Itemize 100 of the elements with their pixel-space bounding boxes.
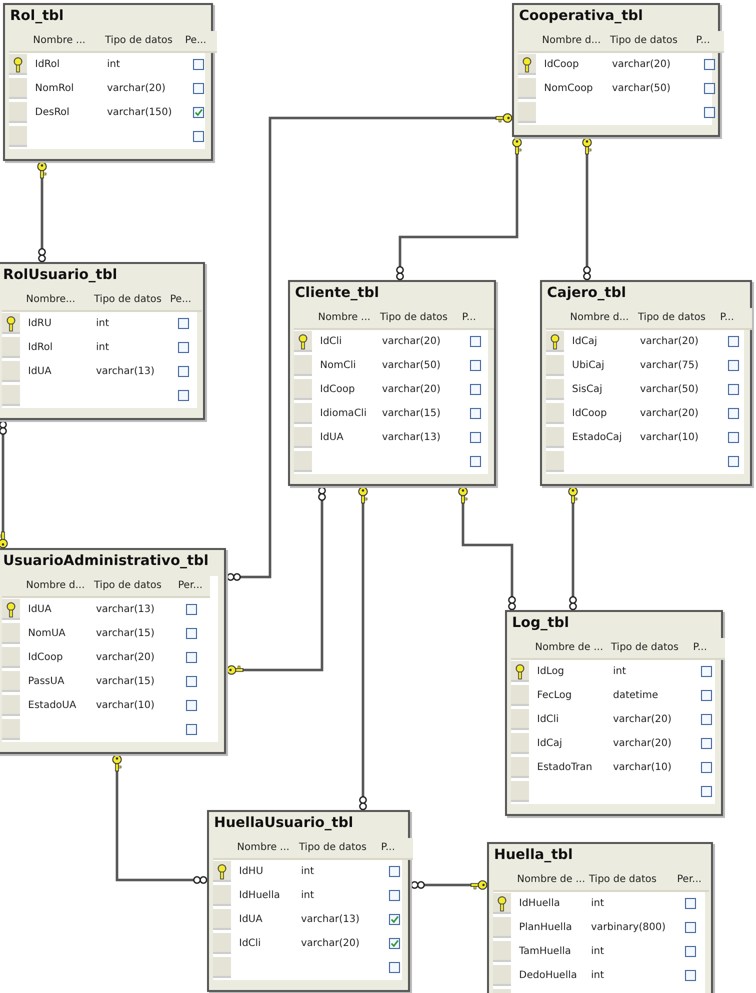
table-cell: varchar(20) [613,738,672,749]
table-cell: varchar(13) [96,366,155,377]
table-cell: int [96,342,110,353]
column-header: Tipo de datos [589,874,657,885]
table-cell: varchar(13) [382,432,441,443]
table-cell: IdUA [28,366,52,377]
table-cell: varchar(75) [640,360,699,371]
table-cell: varchar(50) [640,384,699,395]
table-cell: varchar(150) [107,107,172,118]
relationship-line [112,754,208,884]
table-title: Log_tbl [512,615,570,631]
table-cell: IdUA [320,432,344,443]
column-header: Tipo de datos [94,294,162,305]
table-cell: DesRol [35,107,70,118]
table-cell: NomUA [28,628,66,639]
table-cell: varchar(20) [640,408,699,419]
table-cell: int [301,890,314,901]
table-cell: int [107,59,120,70]
table-box [207,810,410,992]
table-title: RolUsuario_tbl [3,267,118,283]
column-header: P... [696,35,710,46]
table-cell: EstadoTran [537,762,592,773]
table-cell: varbinary(800) [591,922,666,933]
table-box [0,262,205,420]
table-cell: SisCaj [572,384,602,395]
column-header: Pe... [185,35,206,46]
table-cell: PlanHuella [519,922,572,933]
table-cell: FecLog [537,690,572,701]
table-cell: varchar(10) [640,432,699,443]
table-title: UsuarioAdministrativo_tbl [3,553,209,569]
table-cell: IdLog [537,666,564,677]
column-header: Nombre d... [26,580,85,591]
table-cell: int [591,946,604,957]
relationship-line [226,486,326,675]
table-cell: IdCli [537,714,559,725]
table-cell: IdCli [239,938,261,949]
column-header: Tipo de datos [611,642,679,653]
table-box [0,548,226,754]
table-cell: IdCaj [537,738,562,749]
table-cell: varchar(20) [382,336,441,347]
relationship-line [226,113,512,581]
table-cell: UbiCaj [572,360,604,371]
table-cell: IdCaj [572,336,598,347]
table-cell: varchar(10) [613,762,672,773]
column-header: Nombre de ... [535,642,604,653]
table-cell: int [301,866,314,877]
column-header: Tipo de datos [105,35,173,46]
relationship-line [458,486,516,610]
relationship-line [358,486,368,810]
table-cell: IdHuella [519,898,560,909]
table-title: Cliente_tbl [295,285,380,301]
relationship-line [410,880,488,890]
table-cell: NomCli [320,360,356,371]
table-cell: varchar(20) [382,384,441,395]
column-header: Nombre d... [570,312,629,323]
table-cell: varchar(20) [613,714,672,725]
table-title: HuellaUsuario_tbl [214,815,354,831]
column-header: Tipo de datos [94,580,162,591]
table-cell: varchar(20) [640,336,699,347]
table-cell: varchar(20) [612,59,671,70]
relationship-line [37,162,47,262]
table-cell: IdHuella [239,890,280,901]
column-header: Nombre ... [237,842,290,853]
table-cell: varchar(10) [96,700,155,711]
table-cell: varchar(50) [612,83,671,94]
table-box [540,280,752,486]
table-cell: IdRol [35,59,60,70]
column-header: Nombre d... [542,35,601,46]
column-header: Per... [677,874,702,885]
table-box [505,610,723,816]
column-header: Nombre ... [33,35,86,46]
column-header: Tipo de datos [380,312,448,323]
table-title: Cajero_tbl [547,285,626,301]
table-cell: IdCoop [28,652,63,663]
table-cell: DedoHuella [519,970,578,981]
table-cell: PassUA [28,676,64,687]
table-title: Rol_tbl [10,8,64,24]
table-cell: NomCoop [544,83,593,94]
table-cell: NomRol [35,83,74,94]
table-cell: IdCoop [320,384,355,395]
table-cell: IdUA [28,604,52,615]
column-header: Tipo de datos [638,312,706,323]
relationship-line [582,138,592,280]
column-header: Pe... [170,294,192,305]
table-box [288,280,496,486]
table-title: Huella_tbl [494,847,573,863]
table-cell: TamHuella [519,946,572,957]
column-header: P... [720,312,734,323]
table-cell: EstadoCaj [572,432,622,443]
table-cell: IdCli [320,336,342,347]
table-cell: IdRU [28,318,52,329]
table-cell: IdCoop [544,59,579,70]
relationship-line [568,486,578,610]
relationship-line [0,420,8,548]
table-cell: IdCoop [572,408,607,419]
table-cell: IdRol [28,342,53,353]
table-cell: IdUA [239,914,262,925]
column-header: P... [462,312,476,323]
table-cell: varchar(15) [96,676,155,687]
column-header: P... [693,642,708,653]
